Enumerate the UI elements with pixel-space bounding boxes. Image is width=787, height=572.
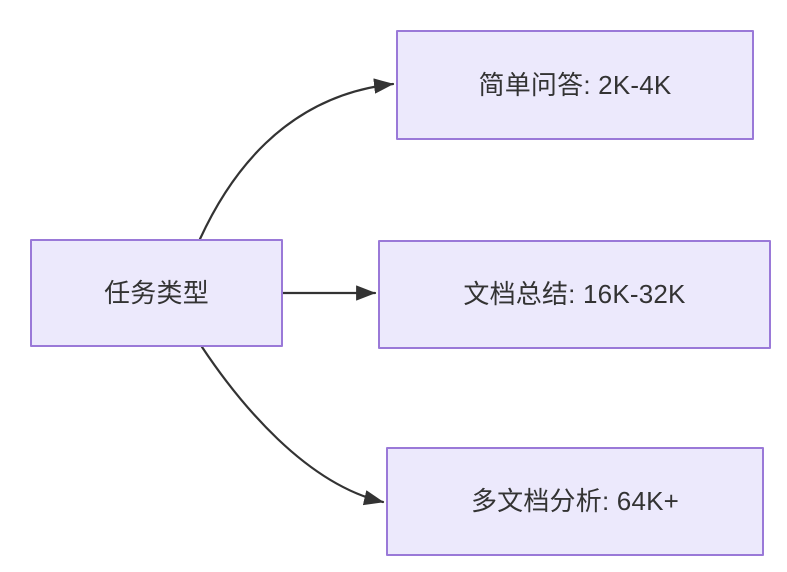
- edge-root-to-multi-doc: [200, 345, 385, 506]
- node-simple-qa[interactable]: 简单问答: 2K-4K: [396, 30, 754, 140]
- node-multi-document-analysis[interactable]: 多文档分析: 64K+: [386, 447, 764, 556]
- node-document-summary-label: 文档总结: 16K-32K: [463, 279, 686, 310]
- node-simple-qa-label: 简单问答: 2K-4K: [478, 69, 672, 100]
- node-multi-document-analysis-label: 多文档分析: 64K+: [470, 486, 680, 517]
- node-task-type[interactable]: 任务类型: [30, 239, 283, 347]
- node-document-summary[interactable]: 文档总结: 16K-32K: [378, 240, 771, 349]
- edge-root-to-simple-qa: [198, 78, 395, 241]
- node-task-type-label: 任务类型: [104, 277, 209, 308]
